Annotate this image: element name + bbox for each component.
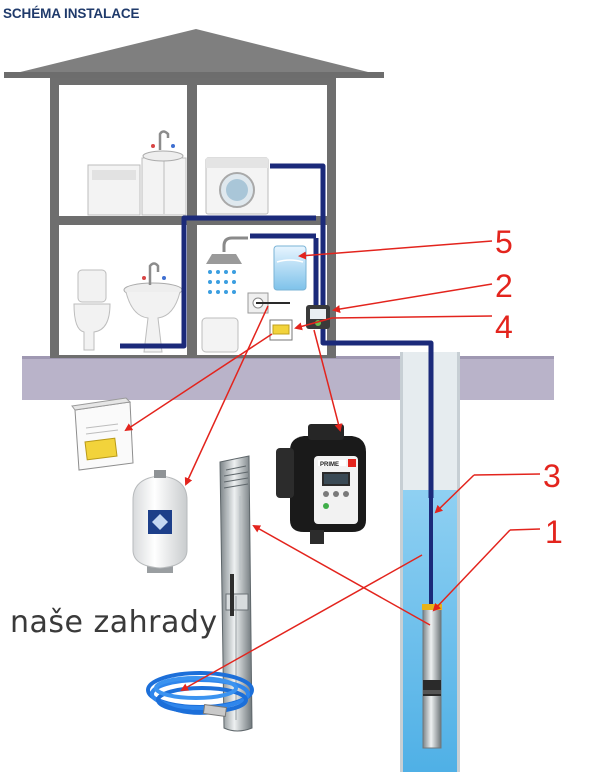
callout-3: 3	[543, 458, 561, 494]
controller-brand: PRIME	[320, 462, 339, 468]
callout-4: 4	[495, 309, 513, 345]
callout-1: 1	[545, 514, 563, 550]
callout-lines	[124, 240, 541, 691]
callout-2: 2	[495, 268, 513, 304]
frequency-controller-icon: PRIME	[276, 424, 366, 544]
submersible-pump-icon	[422, 604, 442, 749]
control-box-icon	[269, 319, 293, 341]
watermark-text: naše zahrady	[10, 605, 218, 640]
floor-basin	[201, 317, 239, 353]
control-box-icon	[71, 397, 134, 471]
frequency-controller-icon	[306, 305, 330, 329]
ground-slab	[22, 358, 554, 400]
submersible-pump-icon	[219, 455, 253, 732]
toilet-icon	[73, 269, 111, 351]
sink-icon	[123, 262, 183, 353]
washing-machine-icon	[205, 157, 269, 215]
pressure-tank-icon	[273, 245, 307, 291]
pressure-tank-icon	[132, 470, 188, 573]
callout-5: 5	[495, 224, 513, 260]
page-title: SCHÉMA INSTALACE	[3, 6, 140, 21]
shower-icon	[206, 236, 248, 294]
sink-icon	[87, 130, 187, 216]
